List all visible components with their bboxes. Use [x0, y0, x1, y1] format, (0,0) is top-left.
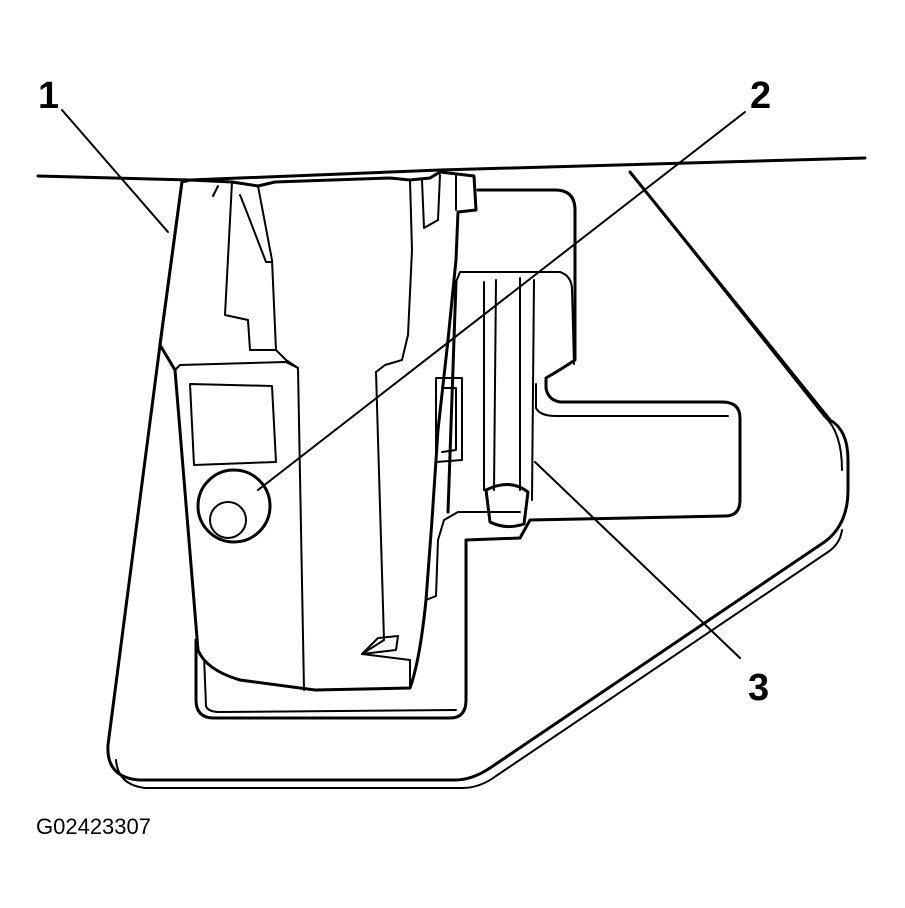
connector-body [158, 170, 521, 692]
callout-3: 3 [748, 667, 769, 709]
panel-edge-line [36, 156, 867, 182]
callout-2: 2 [750, 75, 771, 117]
leader-line-2 [257, 111, 746, 491]
base-plate [106, 170, 850, 789]
callout-1: 1 [38, 75, 59, 117]
figure-code: G02423307 [36, 814, 151, 839]
fastener-bolt [196, 468, 272, 544]
leader-line-3 [534, 461, 741, 659]
leader-line-1 [61, 109, 169, 233]
latch-slide [435, 271, 575, 529]
leader-lines [61, 109, 746, 659]
module-window [189, 383, 277, 466]
